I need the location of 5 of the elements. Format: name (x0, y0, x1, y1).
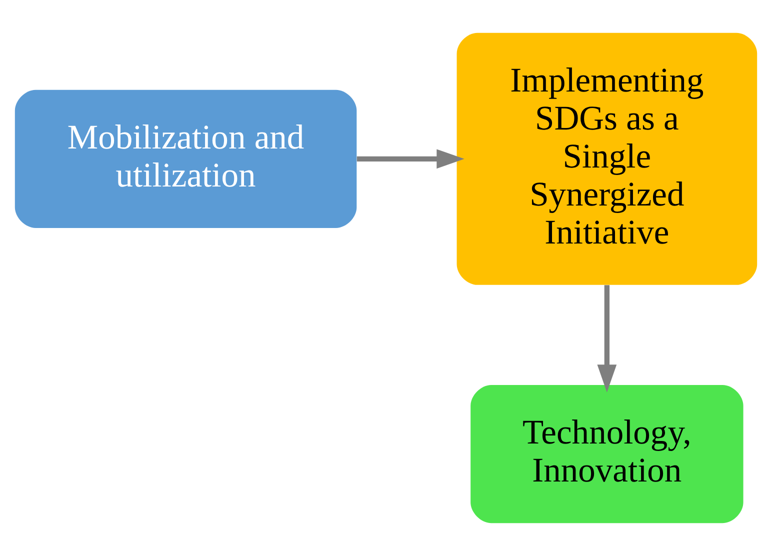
node-box: Implementing SDGs as a Single Synergized Initiative (456, 32, 758, 284)
arrow (356, 148, 464, 168)
node-box: Technology, Innovation (470, 384, 744, 523)
arrow (597, 284, 617, 392)
node-box: Mobilization and utilization (14, 89, 357, 228)
